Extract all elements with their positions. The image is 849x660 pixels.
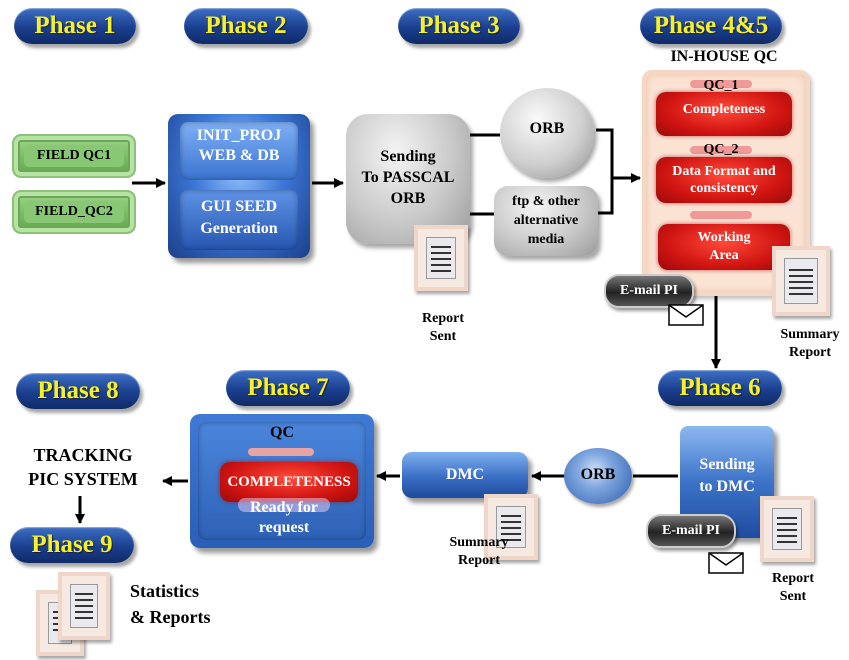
working-line2: Area	[709, 248, 739, 263]
ftp-line3: media	[527, 232, 565, 247]
gui-seed-line1: GUI SEED	[200, 198, 278, 215]
ready-highlight	[238, 498, 330, 512]
phase2-tile	[168, 114, 310, 258]
phase-1-badge: Phase 1	[14, 8, 136, 44]
init-proj-label: INIT_PROJ WEB & DB	[168, 126, 310, 166]
init-proj-line1: INIT_PROJ	[196, 127, 282, 144]
field-qc2-label: FIELD_QC2	[24, 201, 124, 223]
qc1-title-bar	[690, 80, 752, 88]
line-orb-to-merge	[596, 128, 614, 215]
field-qc1-box: FIELD QC1	[12, 134, 136, 178]
sending-dmc-line2: to DMC	[699, 478, 755, 495]
summary-middle-line2: Report	[458, 553, 500, 568]
orb-label-top: ORB	[529, 120, 565, 137]
report-sent-doc-icon-bottom	[760, 496, 814, 562]
sending-passcal-tile	[346, 114, 470, 244]
sending-line3: ORB	[390, 190, 426, 207]
working-line1: Working	[697, 230, 751, 245]
init-proj-line2: WEB & DB	[198, 147, 280, 164]
completeness-label: Completeness	[682, 102, 766, 117]
stats-line2: & Reports	[130, 607, 211, 627]
data-format-box	[656, 157, 792, 203]
qc2-title-bar	[690, 146, 752, 154]
completeness-label-phase7: COMPLETENESS	[227, 474, 351, 490]
completeness-box-phase7	[220, 462, 358, 502]
report-sent-bottom-line1: Report	[772, 571, 814, 586]
working-area-label: Working Area	[658, 229, 790, 265]
sending-passcal-label: Sending To PASSCAL ORB	[346, 146, 470, 209]
summary-report-label-middle: Summary Report	[436, 534, 522, 570]
summary-report-doc-icon-middle	[484, 494, 538, 560]
inhouse-qc-title: IN-HOUSE QC	[670, 48, 778, 65]
report-sent-line2: Sent	[429, 329, 457, 344]
report-sent-doc-icon	[414, 225, 468, 291]
phase7-qc-title: QC	[270, 424, 294, 441]
tracking-line1: TRACKING	[33, 445, 133, 465]
gui-seed-line2: Generation	[200, 220, 278, 237]
orb-circle-bottom	[564, 448, 632, 504]
ftp-line1: ftp & other	[512, 194, 580, 209]
data-format-label: Data Format and consistency	[656, 163, 792, 197]
ready-line2: request	[258, 519, 310, 536]
summary-line2: Report	[789, 345, 831, 360]
phase-3-badge: Phase 3	[398, 8, 520, 44]
dmc-label: DMC	[445, 466, 485, 483]
working-area-box	[658, 224, 790, 270]
init-proj-box	[180, 122, 298, 180]
sending-dmc-label: Sending to DMC	[680, 454, 774, 498]
field-qc2-box: FIELD_QC2	[12, 190, 136, 234]
phase-6-badge: Phase 6	[658, 370, 782, 406]
ready-line1: Ready for	[250, 499, 318, 516]
tracking-line2: PIC SYSTEM	[28, 469, 138, 489]
email-pi-button-top: E-mail PI	[604, 274, 694, 308]
email-pi-button-bottom: E-mail PI	[646, 514, 736, 548]
sending-line1: Sending	[380, 148, 436, 165]
report-sent-bottom-line2: Sent	[779, 589, 807, 604]
phase-4-5-badge: Phase 4&5	[640, 8, 782, 44]
stats-line1: Statistics	[130, 581, 199, 601]
orb-label-bottom: ORB	[580, 466, 616, 483]
envelope-icon-bottom	[708, 552, 744, 574]
orb-circle-top	[500, 88, 594, 178]
stats-doc-icon-front	[58, 572, 110, 640]
summary-middle-line1: Summary	[449, 535, 509, 550]
report-sent-label-top: Report Sent	[410, 310, 476, 346]
sending-dmc-line1: Sending	[699, 456, 755, 473]
qc1-title: QC_1	[703, 78, 739, 93]
working-title-bar	[690, 211, 752, 219]
qc-title-bar	[248, 448, 314, 456]
completeness-box	[656, 92, 792, 136]
stats-label: Statistics & Reports	[130, 578, 240, 630]
summary-line1: Summary	[780, 327, 840, 342]
ftp-tile	[494, 186, 598, 256]
sending-line2: To PASSCAL	[361, 169, 455, 186]
gui-seed-label: GUI SEED Generation	[168, 196, 310, 240]
phase-2-badge: Phase 2	[184, 8, 308, 44]
ready-label: Ready for request	[200, 498, 368, 538]
data-format-line2: consistency	[690, 181, 758, 196]
phase-9-badge: Phase 9	[10, 527, 134, 563]
summary-report-doc-icon	[772, 246, 830, 316]
qc2-title: QC_2	[703, 142, 739, 157]
report-sent-label-bottom: Report Sent	[760, 570, 826, 606]
ftp-label: ftp & other alternative media	[494, 192, 598, 249]
summary-report-label-top: Summary Report	[770, 326, 849, 362]
ftp-line2: alternative	[513, 213, 579, 228]
report-sent-line1: Report	[422, 311, 464, 326]
data-format-line1: Data Format and	[672, 164, 776, 179]
dmc-tile	[402, 452, 528, 498]
tracking-label: TRACKING PIC SYSTEM	[6, 443, 160, 491]
phase-8-badge: Phase 8	[16, 373, 140, 409]
gui-seed-box	[180, 190, 298, 250]
envelope-icon	[668, 304, 704, 326]
field-qc1-label: FIELD QC1	[24, 145, 124, 167]
phase-7-badge: Phase 7	[226, 370, 350, 406]
